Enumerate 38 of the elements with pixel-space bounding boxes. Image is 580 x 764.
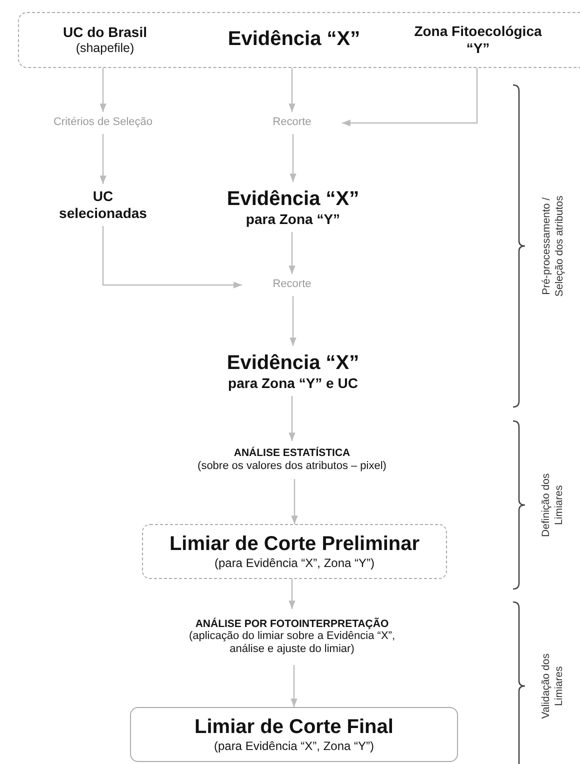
arrow xyxy=(100,68,106,112)
step-note: (aplicação do limiar sobre a Evidência “X”, análise e ajuste do limiar) xyxy=(188,630,396,656)
arrow xyxy=(288,396,296,441)
box-title: Limiar de Corte Final xyxy=(194,715,394,740)
step-label: ANÁLISE ESTATÍSTICA xyxy=(234,447,350,460)
step-label: Critérios de Seleção xyxy=(53,116,153,130)
result-box xyxy=(142,524,447,579)
arrow xyxy=(288,68,296,112)
arrow xyxy=(290,134,296,182)
step-label: Zona Fitoecológica “Y” xyxy=(413,23,543,57)
arrow xyxy=(288,579,296,609)
step-label: Recorte xyxy=(272,278,312,292)
phase-label: Validação dos Limiares xyxy=(540,652,566,721)
step-label: Recorte xyxy=(272,116,312,130)
arrow xyxy=(290,665,298,707)
arrow xyxy=(100,134,106,184)
box-title: Limiar de Corte Preliminar xyxy=(169,532,420,556)
step-note: para Zona “Y” xyxy=(246,210,340,228)
phase-label: Pré-processamento / Seleção dos atributos xyxy=(540,194,566,299)
phase-label: Definição dos Limiares xyxy=(540,472,566,539)
step-note: (para Evidência “X”, Zona “Y”) xyxy=(214,739,374,754)
step-label: ANÁLISE POR FOTOINTERPRETAÇÃO xyxy=(195,618,389,630)
step-label: Evidência “X” xyxy=(226,350,360,375)
step-note: para Zona “Y” e UC xyxy=(228,374,358,392)
arrow xyxy=(288,232,296,274)
input-panel xyxy=(18,12,580,68)
step-note: (sobre os valores dos atributos – pixel) xyxy=(198,460,386,473)
arrow xyxy=(291,479,298,524)
step-label: UC do Brasil xyxy=(62,24,147,41)
arrow xyxy=(102,226,242,288)
step-note: (para Evidência “X”, Zona “Y”) xyxy=(214,556,375,571)
step-label: UC selecionadas xyxy=(58,188,148,222)
step-label: Evidência “X” xyxy=(228,27,360,51)
arrow xyxy=(290,296,296,346)
arrow xyxy=(342,68,478,126)
step-note: (shapefile) xyxy=(76,40,134,56)
result-box xyxy=(130,707,458,762)
step-label: Evidência “X” xyxy=(226,186,360,211)
